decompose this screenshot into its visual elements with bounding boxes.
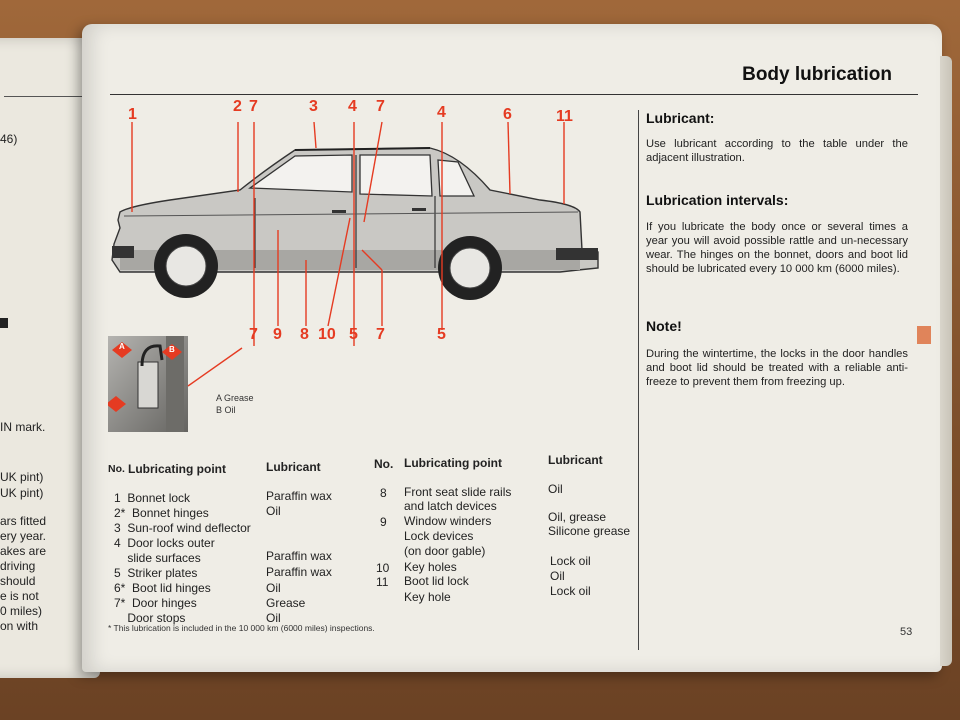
left-fragment: on with <box>0 619 39 633</box>
callout-number: 7 <box>376 326 385 343</box>
left-fragment: akes are <box>0 544 47 558</box>
table-row-point: 1 Bonnet lock <box>114 491 191 505</box>
callout-number: 5 <box>437 326 446 343</box>
table-row-point: (on door gable) <box>404 544 486 558</box>
callout-number: 10 <box>318 326 336 343</box>
car-illustration <box>111 121 599 346</box>
lock-detail-inset <box>108 336 188 432</box>
note-text: During the wintertime, the locks in the … <box>646 348 908 388</box>
table-row-point: Window winders <box>404 514 492 528</box>
callout-number: 11 <box>556 108 573 125</box>
table-row-no: 11 <box>376 575 389 589</box>
table-row-lubricant: Paraffin wax <box>266 565 332 579</box>
inset-label-a: A <box>119 342 125 351</box>
inset-pointer-line <box>187 347 243 387</box>
table-row-lubricant: Lock oil <box>550 584 591 598</box>
legend-grease: A Grease <box>216 393 254 403</box>
table-row-no: 8 <box>380 486 387 500</box>
table-header-point: Lubricating point <box>404 456 502 470</box>
callout-number: 4 <box>437 104 446 121</box>
left-fragment: ars fitted <box>0 514 47 528</box>
table-row-point: Key holes <box>404 560 457 574</box>
table-row-lubricant: Oil <box>548 482 563 496</box>
table-row-lubricant: Oil <box>550 569 565 583</box>
callout-number: 3 <box>309 98 318 115</box>
callout-number: 7 <box>376 98 385 115</box>
left-bullet-square <box>0 318 8 328</box>
left-fragment: driving <box>0 559 36 573</box>
callout-number: 7 <box>249 98 258 115</box>
lubricant-heading: Lubricant: <box>646 110 715 126</box>
table-row-lubricant: Oil <box>266 581 281 595</box>
table-row-no: 10 <box>376 561 390 575</box>
right-page <box>82 24 942 672</box>
table-row-no: 9 <box>380 515 387 529</box>
legend-oil: B Oil <box>216 405 236 415</box>
table-header-lubricant: Lubricant <box>266 460 321 474</box>
column-rule <box>638 110 639 650</box>
table-row-point: 7* Door hinges <box>114 596 197 610</box>
page-title: Body lubrication <box>742 64 892 85</box>
callout-number: 2 <box>233 98 242 115</box>
table-row-point: Front seat slide rails <box>404 485 512 499</box>
footnote: * This lubrication is included in the 10… <box>108 623 375 633</box>
table-row-lubricant: Silicone grease <box>548 524 631 538</box>
table-row-point: 3 Sun-roof wind deflector <box>114 521 251 535</box>
left-page-rule <box>4 96 100 97</box>
section-tab-marker <box>917 326 931 344</box>
table-row-point: 2* Bonnet hinges <box>114 506 209 520</box>
table-row-lubricant: Oil <box>266 611 281 625</box>
table-row-lubricant: Oil, grease <box>548 510 607 524</box>
callout-number: 4 <box>348 98 357 115</box>
intervals-heading: Lubrication intervals: <box>646 192 789 208</box>
callout-number: 7 <box>249 326 258 343</box>
left-fragment: ery year. <box>0 529 47 543</box>
page-stack-edge <box>940 56 952 666</box>
table-row-point: Boot lid lock <box>404 574 469 588</box>
table-row-point: and latch devices <box>404 499 497 513</box>
table-row-point: slide surfaces <box>114 551 201 565</box>
left-fragment: UK pint) <box>0 486 44 500</box>
left-fragment: UK pint) <box>0 470 44 484</box>
table-row-lubricant: Grease <box>266 596 306 610</box>
callout-number: 8 <box>300 326 309 343</box>
left-fragment: 0 miles) <box>0 604 43 618</box>
inset-label-b: B <box>169 345 175 354</box>
table-row-point: 5 Striker plates <box>114 566 198 580</box>
left-fragment: e is not <box>0 589 39 603</box>
callout-number: 1 <box>128 106 137 123</box>
table-row-lubricant: Lock oil <box>550 554 591 568</box>
table-header-point: Lubricating point <box>128 462 226 476</box>
callout-number: 9 <box>273 326 282 343</box>
table-row-point: Lock devices <box>404 529 474 543</box>
note-heading: Note! <box>646 318 682 334</box>
callout-number: 6 <box>503 106 512 123</box>
lubricant-text: Use lubricant according to the table und… <box>646 138 908 164</box>
intervals-text: If you lubricate the body once or severa… <box>646 221 908 275</box>
left-fragment: IN mark. <box>0 420 46 434</box>
table-header-lubricant: Lubricant <box>548 453 603 467</box>
table-row-point: Key hole <box>404 590 451 604</box>
table-row-point: Door stops <box>114 611 186 625</box>
title-rule <box>110 94 918 95</box>
left-fragment: 46) <box>0 132 18 146</box>
table-row-lubricant: Oil <box>266 504 281 518</box>
callout-number: 5 <box>349 326 358 343</box>
table-row-point: 4 Door locks outer <box>114 536 215 550</box>
table-row-point: 6* Boot lid hinges <box>114 581 211 595</box>
table-header-no: No. <box>374 457 394 471</box>
table-header-no: No. <box>108 463 125 475</box>
page-number: 53 <box>900 626 913 638</box>
table-row-lubricant: Paraffin wax <box>266 549 332 563</box>
left-fragment: should <box>0 574 36 588</box>
table-row-lubricant: Paraffin wax <box>266 489 332 503</box>
